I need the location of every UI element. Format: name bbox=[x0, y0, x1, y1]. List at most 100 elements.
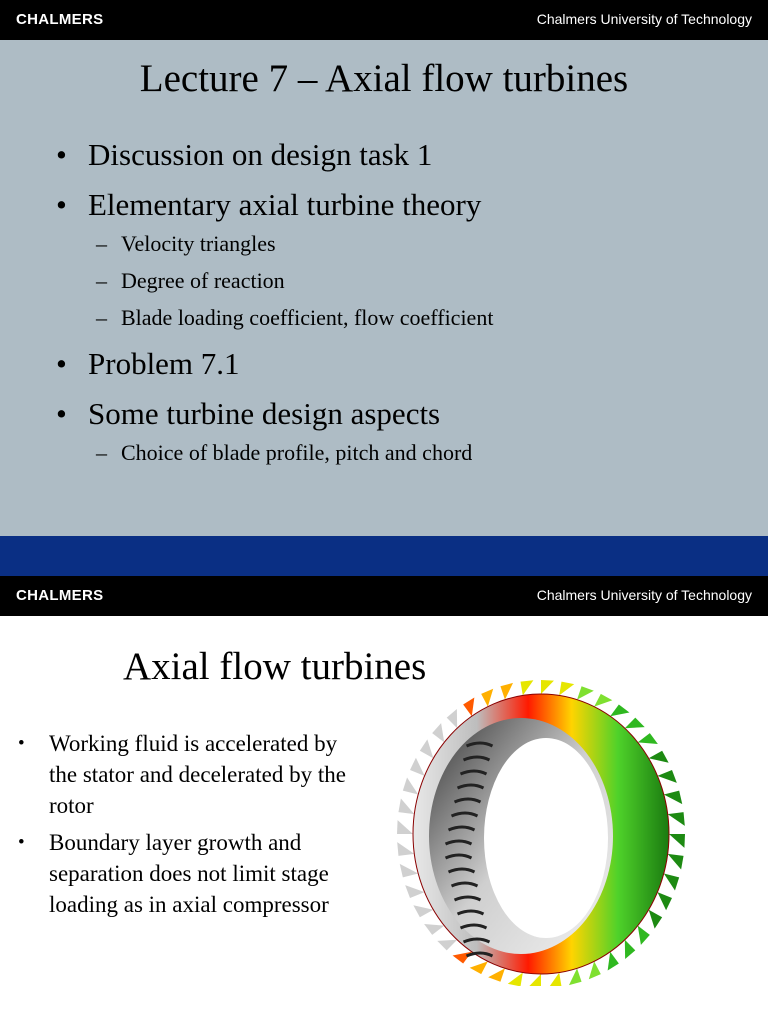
turbine-blade bbox=[405, 885, 425, 898]
turbine-blade bbox=[607, 951, 619, 971]
stator-vane bbox=[465, 741, 494, 748]
bullet-item: • Boundary layer growth and separation do… bbox=[18, 827, 358, 920]
slide-2: CHALMERS Chalmers University of Technolo… bbox=[0, 576, 768, 1024]
university-name: Chalmers University of Technology bbox=[536, 11, 752, 27]
bullet-item: •Discussion on design task 1 bbox=[56, 136, 493, 173]
stator-vane bbox=[450, 881, 479, 888]
stator-vane bbox=[453, 895, 482, 902]
turbine-blade bbox=[669, 834, 685, 848]
stator-vane bbox=[456, 909, 485, 916]
bullet-icon: • bbox=[18, 733, 25, 754]
dash-icon: – bbox=[96, 305, 107, 330]
stator-vane bbox=[456, 783, 485, 790]
university-name: Chalmers University of Technology bbox=[536, 587, 752, 603]
turbine-blade bbox=[446, 709, 458, 729]
turbine-blade bbox=[559, 681, 575, 696]
bullet-icon: • bbox=[56, 346, 67, 381]
stator-vane bbox=[444, 839, 473, 846]
bullet-text: Some turbine design aspects bbox=[88, 396, 441, 431]
stator-vane bbox=[459, 769, 488, 776]
slide-title: Lecture 7 – Axial flow turbines bbox=[139, 57, 629, 100]
sub-bullet-item: –Degree of reaction bbox=[56, 262, 493, 299]
turbine-blade bbox=[648, 750, 669, 763]
turbine-blade bbox=[437, 939, 458, 951]
bullet-icon: • bbox=[56, 137, 67, 172]
stator-vane bbox=[453, 797, 482, 804]
stator-vane bbox=[444, 853, 473, 860]
bullet-text: Problem 7.1 bbox=[88, 346, 240, 381]
turbine-blade bbox=[520, 680, 534, 696]
stator-vane bbox=[459, 923, 488, 930]
turbine-blade bbox=[398, 798, 415, 815]
sub-bullet-text: Choice of blade profile, pitch and chord bbox=[121, 440, 473, 465]
turbine-blade bbox=[432, 723, 445, 743]
bullet-icon: • bbox=[18, 832, 25, 853]
header-bar: CHALMERS Chalmers University of Technolo… bbox=[0, 0, 768, 40]
turbine-blade bbox=[397, 842, 415, 856]
turbine-blade bbox=[594, 693, 613, 707]
bullet-text: Working fluid is accelerated by the stat… bbox=[49, 731, 346, 818]
turbine-blade bbox=[424, 923, 445, 935]
turbine-blade bbox=[413, 905, 434, 918]
chalmers-logo: CHALMERS bbox=[16, 587, 104, 604]
stator-vane bbox=[462, 937, 491, 944]
turbine-blade bbox=[663, 873, 680, 891]
bullet-text: Boundary layer growth and separation doe… bbox=[49, 830, 329, 917]
bullet-icon: • bbox=[56, 396, 67, 431]
turbine-blade bbox=[549, 972, 562, 986]
turbine-blade bbox=[463, 697, 475, 717]
turbine-blade bbox=[402, 777, 419, 795]
stator-vane bbox=[465, 951, 494, 958]
turbine-blade bbox=[397, 820, 413, 834]
header-bar: CHALMERS Chalmers University of Technolo… bbox=[0, 576, 768, 616]
turbine-blade bbox=[488, 968, 505, 982]
turbine-blade bbox=[410, 757, 425, 776]
stator-vane bbox=[447, 867, 476, 874]
turbine-blade bbox=[500, 682, 514, 700]
turbine-blade bbox=[419, 739, 434, 759]
sub-bullet-item: –Velocity triangles bbox=[56, 225, 493, 262]
turbine-rotor-image bbox=[397, 680, 685, 986]
bullet-item: • Problem 7.1 bbox=[56, 345, 493, 382]
stator-vane bbox=[462, 755, 491, 762]
sub-bullet-item: –Choice of blade profile, pitch and chor… bbox=[56, 434, 493, 471]
turbine-blade bbox=[657, 770, 677, 783]
blade-ring bbox=[397, 680, 685, 986]
bullet-text: Elementary axial turbine theory bbox=[88, 187, 482, 222]
sub-bullet-text: Degree of reaction bbox=[121, 268, 285, 293]
turbine-blade bbox=[541, 680, 554, 694]
stator-vane bbox=[450, 811, 479, 818]
turbine-blade bbox=[610, 704, 630, 717]
turbine-blade bbox=[648, 909, 663, 929]
turbine-blade bbox=[507, 972, 523, 986]
turbine-blade bbox=[657, 892, 672, 911]
slide-title: Axial flow turbines bbox=[123, 645, 427, 688]
turbine-blade bbox=[577, 686, 594, 700]
sub-bullet-text: Velocity triangles bbox=[121, 231, 276, 256]
sub-bullet-item: –Blade loading coefficient, flow coeffic… bbox=[56, 299, 493, 336]
turbine-blade bbox=[568, 968, 582, 986]
dash-icon: – bbox=[96, 268, 107, 293]
turbine-blade bbox=[624, 939, 636, 959]
bullet-item: • Some turbine design aspects bbox=[56, 395, 493, 432]
slide-1: CHALMERS Chalmers University of Technolo… bbox=[0, 0, 768, 576]
turbine-blade bbox=[637, 925, 650, 945]
bullet-item: • Elementary axial turbine theory bbox=[56, 186, 493, 223]
bullet-item: • Working fluid is accelerated by the sta… bbox=[18, 728, 358, 821]
turbine-blade bbox=[481, 688, 494, 707]
turbine-blade bbox=[667, 853, 684, 870]
bullet-icon: • bbox=[56, 187, 67, 222]
dash-icon: – bbox=[96, 231, 107, 256]
turbine-blade bbox=[667, 812, 685, 826]
stator-vane bbox=[447, 825, 476, 832]
turbine-blade bbox=[469, 961, 488, 975]
footer-bar bbox=[0, 536, 768, 576]
turbine-blade bbox=[624, 717, 645, 729]
turbine-blade bbox=[663, 790, 683, 805]
bullet-list: •Discussion on design task 1 • Elementary… bbox=[56, 136, 493, 471]
dash-icon: – bbox=[96, 440, 107, 465]
turbine-blade bbox=[637, 733, 658, 745]
turbine-blade bbox=[529, 974, 541, 986]
bore-opening bbox=[484, 738, 608, 938]
sub-bullet-text: Blade loading coefficient, flow coeffici… bbox=[121, 305, 494, 330]
